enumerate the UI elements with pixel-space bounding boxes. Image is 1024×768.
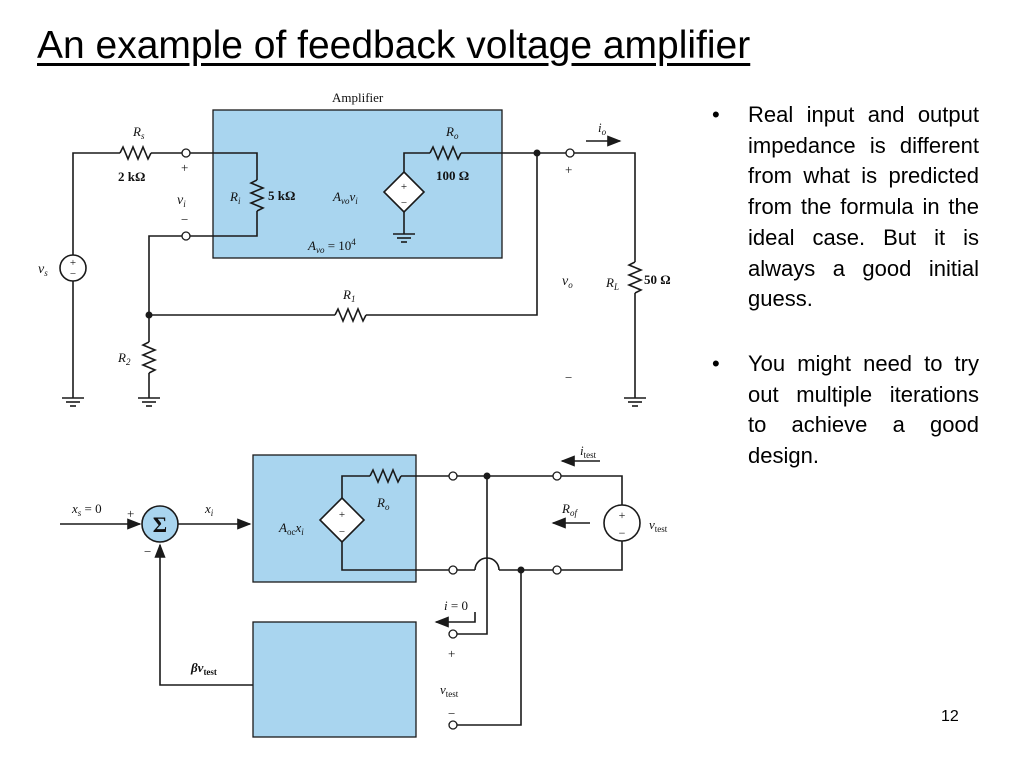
svg-text:+: +: [401, 181, 407, 193]
top-circuit: Amplifier + − Rs 2 kΩ vs + vi − Ri 5 kΩ …: [38, 90, 671, 407]
svg-text:R2: R2: [117, 350, 131, 367]
svg-text:vtest: vtest: [649, 517, 668, 534]
svg-text:−: −: [448, 706, 455, 721]
resistor-ri-icon: [248, 179, 266, 212]
svg-text:+: +: [619, 508, 626, 522]
svg-text:Aocxi: Aocxi: [278, 520, 304, 537]
resistor-r1-icon: [334, 306, 367, 324]
bottom-circuit: xs = 0 + Σ − xi + − Ro Aocxi + − itest: [60, 443, 668, 738]
svg-text:+: +: [448, 646, 455, 661]
svg-text:vi: vi: [177, 193, 186, 209]
feedback-network-block: [252, 621, 417, 738]
svg-text:Ri: Ri: [229, 189, 241, 206]
amplifier-label: Amplifier: [332, 90, 384, 105]
svg-text:+: +: [339, 509, 345, 521]
svg-text:vs: vs: [38, 262, 48, 278]
svg-text:RL: RL: [605, 275, 619, 292]
svg-text:Avovi: Avovi: [332, 189, 358, 206]
svg-text:vo: vo: [562, 274, 573, 290]
amplifier-block: [212, 109, 503, 259]
svg-text:−: −: [401, 197, 407, 209]
svg-text:Rof: Rof: [561, 501, 578, 518]
svg-text:+: +: [181, 160, 188, 175]
svg-text:Avo = 104: Avo = 104: [307, 237, 356, 255]
svg-text:xs = 0: xs = 0: [71, 501, 102, 518]
svg-text:xi: xi: [204, 501, 214, 518]
slide-title: An example of feedback voltage amplifier: [37, 24, 751, 67]
svg-text:+: +: [70, 257, 76, 269]
bullet-item: You might need to try out multiple itera…: [708, 349, 979, 472]
svg-text:io: io: [598, 120, 607, 137]
svg-text:i = 0: i = 0: [444, 598, 468, 613]
svg-text:−: −: [181, 212, 188, 227]
svg-text:−: −: [144, 544, 151, 559]
ri-value: 5 kΩ: [268, 188, 295, 203]
bullet-list: Real input and output impedance is diffe…: [708, 100, 979, 506]
bullet-item: Real input and output impedance is diffe…: [708, 100, 979, 315]
svg-text:+: +: [565, 162, 572, 177]
svg-text:itest: itest: [580, 443, 597, 460]
svg-text:−: −: [619, 526, 626, 540]
svg-text:−: −: [565, 370, 572, 385]
resistor-r2-icon: [140, 341, 158, 374]
resistor-ro-icon: [369, 467, 402, 485]
svg-text:Rs: Rs: [132, 124, 145, 141]
resistor-ro-icon: [429, 144, 462, 162]
rl-value: 50 Ω: [644, 272, 671, 287]
resistor-rl-icon: [626, 261, 644, 294]
svg-text:−: −: [339, 526, 345, 538]
ro-value: 100 Ω: [436, 168, 469, 183]
rs-value: 2 kΩ: [118, 169, 145, 184]
svg-text:vtest: vtest: [440, 682, 459, 699]
sigma-label: Σ: [153, 512, 167, 537]
svg-text:+: +: [127, 506, 134, 521]
svg-text:−: −: [70, 268, 76, 280]
svg-text:βvtest: βvtest: [190, 660, 217, 677]
slide-number: 12: [941, 708, 959, 725]
resistor-rs-icon: [119, 144, 152, 162]
svg-text:R1: R1: [342, 287, 355, 304]
